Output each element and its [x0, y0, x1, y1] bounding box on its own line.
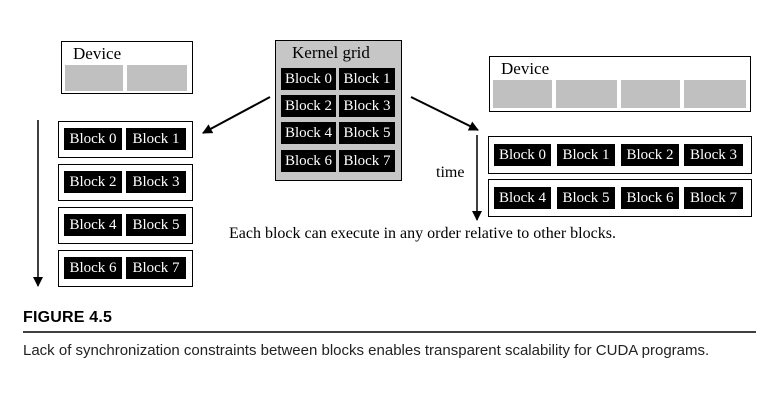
block-label: Block 3: [126, 171, 186, 193]
block-label: Block 0: [494, 144, 551, 166]
block-label: Block 2: [281, 95, 336, 117]
block-label: Block 0: [281, 68, 336, 90]
left-row: Block 0 Block 1: [58, 121, 193, 158]
block-label: Block 7: [126, 257, 186, 279]
kernel-grid-title: Kernel grid: [292, 43, 370, 62]
block-label: Block 3: [339, 95, 395, 117]
left-row: Block 2 Block 3: [58, 164, 193, 201]
left-device-box: Device: [61, 41, 193, 94]
block-label: Block 3: [684, 144, 743, 166]
block-label: Block 5: [339, 122, 395, 144]
left-device-slot: [65, 65, 123, 91]
right-device-box: Device: [489, 56, 751, 112]
block-label: Block 1: [339, 68, 395, 90]
arrow-to-right-device: [410, 96, 479, 131]
arrow-to-left-device: [202, 96, 271, 134]
right-device-slot: [684, 80, 746, 108]
block-label: Block 6: [64, 257, 122, 279]
block-label: Block 1: [126, 128, 186, 150]
right-row: Block 4 Block 5 Block 6 Block 7: [488, 179, 752, 217]
block-label: Block 4: [64, 214, 122, 236]
kernel-grid-box: Kernel grid Block 0 Block 1 Block 2 Bloc…: [275, 40, 402, 181]
left-row: Block 4 Block 5: [58, 207, 193, 244]
right-device-slot: [621, 80, 680, 108]
block-label: Block 7: [339, 150, 395, 172]
block-label: Block 2: [64, 171, 122, 193]
time-label: time: [436, 164, 465, 181]
block-label: Block 6: [621, 187, 679, 209]
block-label: Block 7: [684, 187, 743, 209]
right-device-slot: [556, 80, 617, 108]
order-note: Each block can execute in any order rela…: [229, 225, 616, 242]
right-device-title: Device: [501, 59, 550, 78]
block-label: Block 6: [281, 150, 336, 172]
block-label: Block 5: [557, 187, 615, 209]
block-label: Block 1: [557, 144, 615, 166]
figure-caption: Lack of synchronization constraints betw…: [23, 342, 710, 359]
block-label: Block 2: [621, 144, 679, 166]
left-row: Block 6 Block 7: [58, 250, 193, 287]
right-row: Block 0 Block 1 Block 2 Block 3: [488, 136, 752, 174]
block-label: Block 4: [281, 122, 336, 144]
block-label: Block 4: [494, 187, 551, 209]
left-device-slot: [127, 65, 187, 91]
right-device-slot: [493, 80, 552, 108]
figure-label: FIGURE 4.5: [23, 309, 113, 326]
left-device-title: Device: [73, 44, 122, 63]
block-label: Block 0: [64, 128, 122, 150]
block-label: Block 5: [126, 214, 186, 236]
